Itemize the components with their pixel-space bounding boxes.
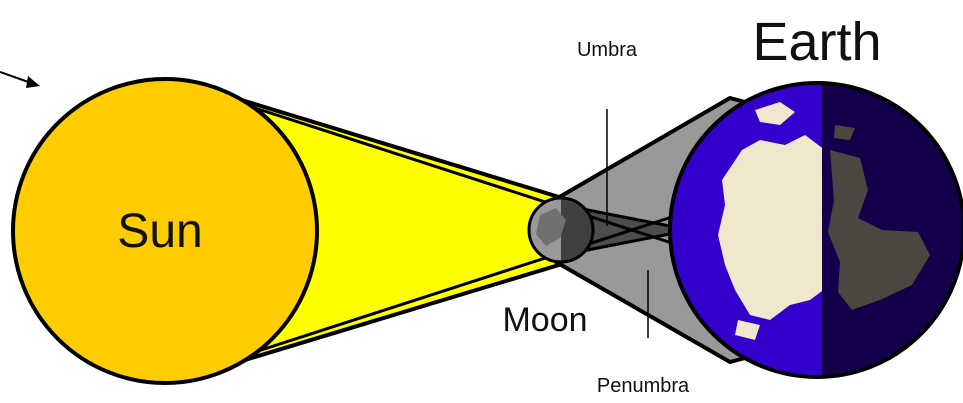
pointer-arrow: [0, 72, 40, 88]
penumbra-label: Penumbra: [597, 375, 690, 397]
umbra-label: Umbra: [577, 39, 638, 61]
earth-label: Earth: [752, 12, 881, 72]
sun-label: Sun: [117, 205, 202, 258]
moon-label: Moon: [502, 301, 587, 339]
